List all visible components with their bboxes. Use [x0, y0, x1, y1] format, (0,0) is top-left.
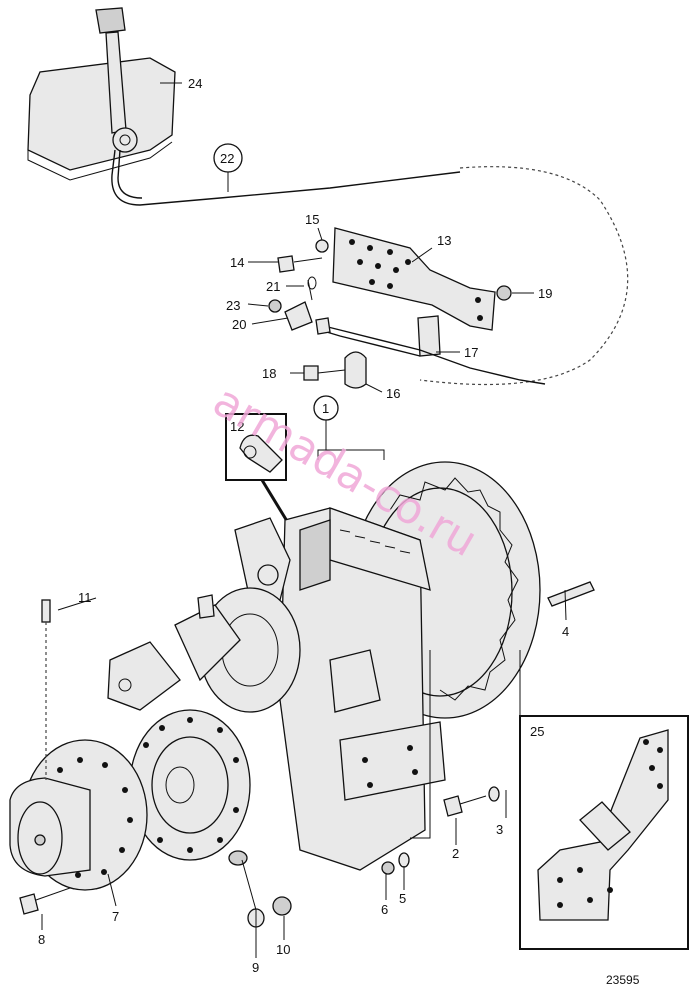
callout-2: 2 [452, 846, 459, 861]
callout-23: 23 [226, 298, 240, 313]
callout-17: 17 [464, 345, 478, 360]
callout-16: 16 [386, 386, 400, 401]
callout-14: 14 [230, 255, 244, 270]
callout-8: 8 [38, 932, 45, 947]
callout-18: 18 [262, 366, 276, 381]
control-lever-assembly [27, 7, 461, 206]
cable-route-dashed [419, 166, 629, 386]
gearbox-assembly [107, 461, 541, 871]
callout-13: 13 [437, 233, 451, 248]
bolt [443, 795, 463, 817]
callout-3: 3 [496, 822, 503, 837]
inset-25-box [519, 715, 689, 950]
cable-bracket-assembly [268, 227, 546, 389]
callout-19: 19 [538, 286, 552, 301]
callout-12: 12 [230, 419, 244, 434]
callout-6: 6 [381, 902, 388, 917]
callout-11: 11 [78, 590, 92, 605]
callout-24: 24 [188, 76, 202, 91]
callout-4: 4 [562, 624, 569, 639]
leader-lines [41, 82, 567, 958]
callout-1: 1 [322, 401, 329, 416]
callout-25: 25 [530, 724, 544, 739]
callout-15: 15 [305, 212, 319, 227]
output-coupling [9, 599, 148, 915]
stud [547, 581, 595, 607]
callout-7: 7 [112, 909, 119, 924]
callout-22: 22 [220, 151, 234, 166]
callout-5: 5 [399, 891, 406, 906]
figure-number: 23595 [606, 973, 640, 987]
callout-21: 21 [266, 279, 280, 294]
callout-9: 9 [252, 960, 259, 975]
callout-10: 10 [276, 942, 290, 957]
callout-20: 20 [232, 317, 246, 332]
callout-labels: 24 22 15 13 14 21 19 23 20 17 18 16 1 12… [38, 76, 640, 987]
